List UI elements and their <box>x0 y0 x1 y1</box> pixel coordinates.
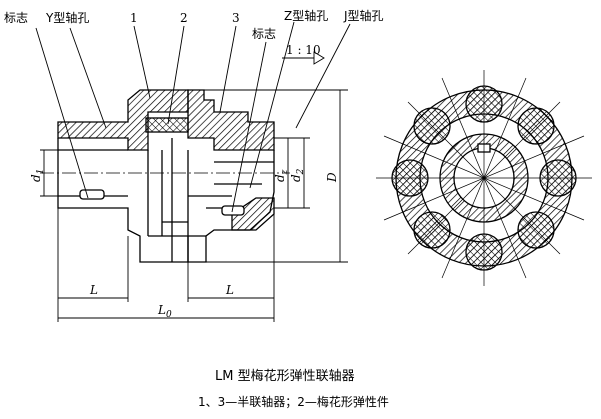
label-part-3: 3 <box>232 11 240 25</box>
cross-section-view <box>376 70 592 286</box>
dim-L-right: L <box>225 283 234 297</box>
radial-lines <box>376 70 592 286</box>
dim-d2: d2 <box>289 168 306 182</box>
section-view <box>40 89 290 263</box>
label-y-bore: Y型轴孔 <box>45 10 89 25</box>
jaw-lines <box>147 138 232 262</box>
spider-section <box>145 117 189 133</box>
label-mark-right: 标志 <box>252 27 276 41</box>
label-part-2: 2 <box>180 11 188 25</box>
dim-L-left: L <box>89 283 98 297</box>
dim-D: D <box>325 172 339 183</box>
dimension-lines <box>35 21 351 322</box>
label-mark-left: 标志 <box>4 11 28 25</box>
dim-dz: dz <box>273 169 290 182</box>
left-hub-outline <box>57 138 189 263</box>
left-hub-section <box>57 89 189 151</box>
label-taper: 1 : 10 <box>286 43 321 57</box>
label-j-bore: J型轴孔 <box>343 8 384 23</box>
dim-L0: L0 <box>157 303 172 320</box>
key-left <box>79 189 105 200</box>
label-part-1: 1 <box>130 11 138 25</box>
right-hub-section <box>187 89 275 151</box>
caption-title: LM 型梅花形弹性联轴器 <box>215 368 355 384</box>
caption-subtitle: 1、3—半联轴器；2—梅花形弹性件 <box>198 394 389 409</box>
dim-d1: d1 <box>29 169 46 182</box>
label-z-bore: Z型轴孔 <box>284 8 328 23</box>
